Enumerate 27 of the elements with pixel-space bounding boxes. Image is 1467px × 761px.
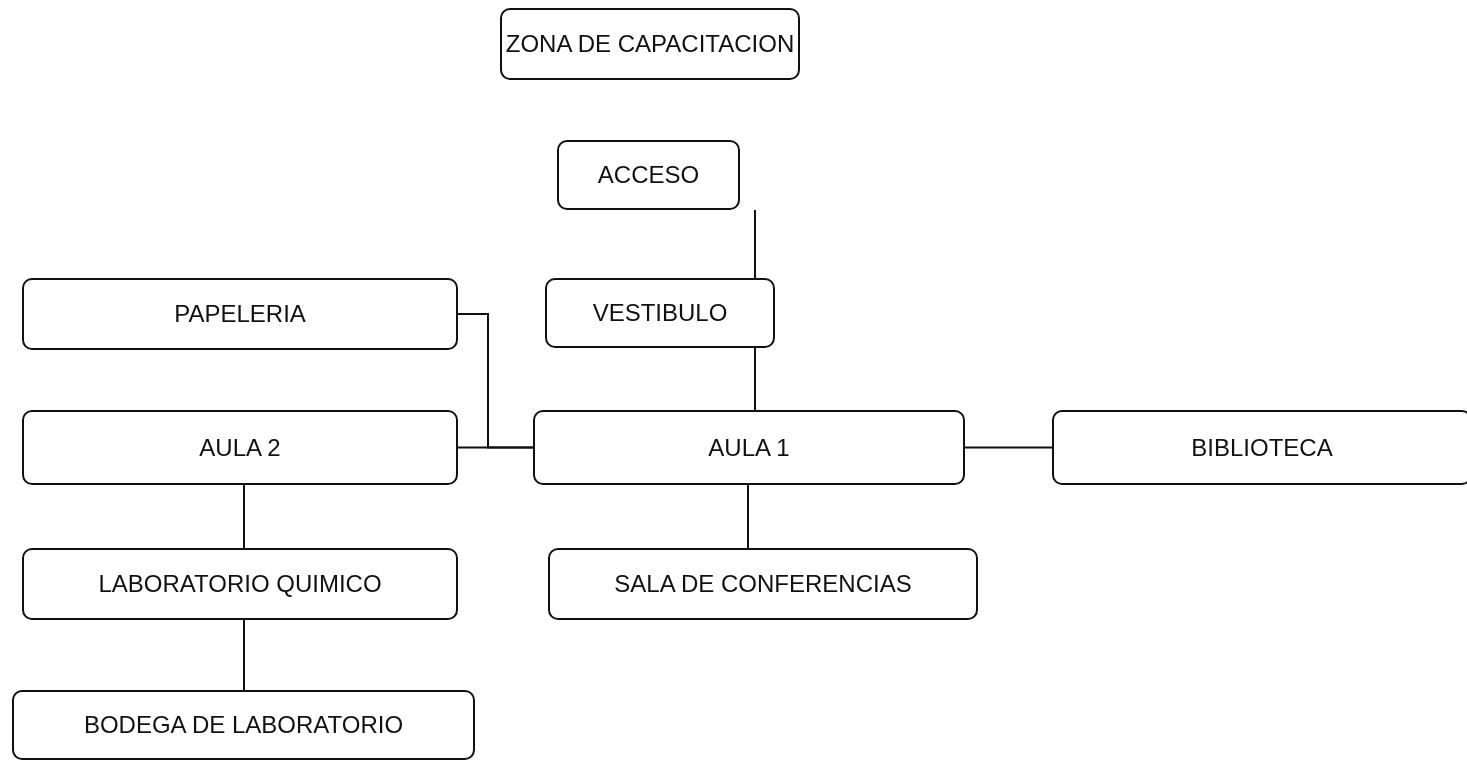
room-box: [548, 548, 978, 620]
room-label: SALA DE CONFERENCIAS: [614, 570, 912, 598]
room-label: BODEGA DE LABORATORIO: [83, 711, 404, 739]
room-box: [533, 410, 965, 485]
connector-line: [964, 446, 1053, 449]
room-box: [557, 140, 740, 210]
room-box: [12, 690, 475, 760]
room-box: [22, 410, 458, 485]
connector-line: [243, 619, 245, 691]
room-label: BIBLIOTECA: [1191, 433, 1333, 462]
connector-line: [754, 209, 756, 279]
room-box: [500, 8, 800, 80]
room-label: ACCESO: [597, 161, 700, 189]
connector-line: [754, 347, 756, 411]
room-label: PAPELERIA: [174, 300, 306, 328]
room-label: LABORATORIO QUIMICO: [98, 570, 382, 598]
room-label: ZONA DE CAPACITACION: [505, 30, 795, 58]
room-label: VESTIBULO: [592, 299, 728, 327]
room-label: AULA 2: [199, 433, 281, 462]
room-box: [545, 278, 775, 348]
room-box: [1052, 410, 1467, 485]
room-box: [22, 278, 458, 350]
connector-line: [457, 446, 534, 449]
room-box: [22, 548, 458, 620]
room-label: AULA 1: [708, 433, 790, 462]
connector-line: [243, 484, 245, 549]
connector-line: [747, 484, 749, 549]
